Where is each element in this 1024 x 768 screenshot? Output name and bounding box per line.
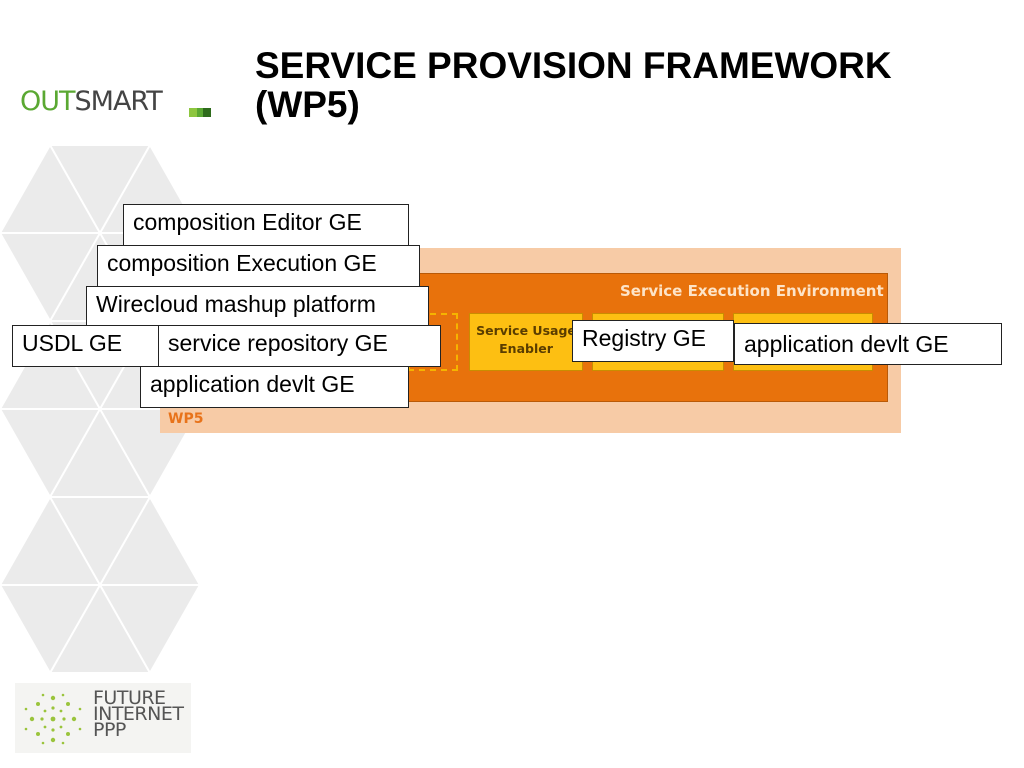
logo-out-text: OUT [20,86,76,117]
service-repository-callout: service repository GE [158,325,441,367]
logo-smart-text: SMART [74,86,163,117]
future-internet-logo [15,683,191,753]
future-internet-line1: FUTURE [93,687,166,709]
future-internet-line3: PPP [93,719,126,741]
application-devlt-callout-right: application devlt GE [734,323,1002,365]
starburst-icon [24,693,82,745]
composition-editor-callout: composition Editor GE [123,204,409,246]
wirecloud-callout: Wirecloud mashup platform [86,286,429,328]
usdl-callout: USDL GE [12,325,160,367]
composition-execution-callout: composition Execution GE [97,245,420,287]
application-devlt-callout-left: application devlt GE [140,366,409,408]
service-usage-enabler-label: Service Usage Enabler [470,322,582,358]
slide-title: SERVICE PROVISION FRAMEWORK (WP5) [255,46,995,124]
outsmart-logo: OUTSMART [20,86,163,117]
registry-callout: Registry GE [572,320,734,362]
future-internet-text: FUTURE INTERNET PPP [93,687,184,741]
slide-title-line2: (WP5) [255,84,360,125]
service-usage-enabler-line2: Enabler [499,341,553,356]
future-internet-line2: INTERNET [93,703,184,725]
service-execution-environment-label: Service Execution Environment [620,282,884,300]
service-usage-enabler-box [469,313,583,371]
service-usage-enabler-line1: Service Usage [476,323,576,338]
logo-mark-icon [189,108,211,117]
wp5-label: WP5 [168,411,204,427]
slide-title-line1: SERVICE PROVISION FRAMEWORK [255,45,892,86]
